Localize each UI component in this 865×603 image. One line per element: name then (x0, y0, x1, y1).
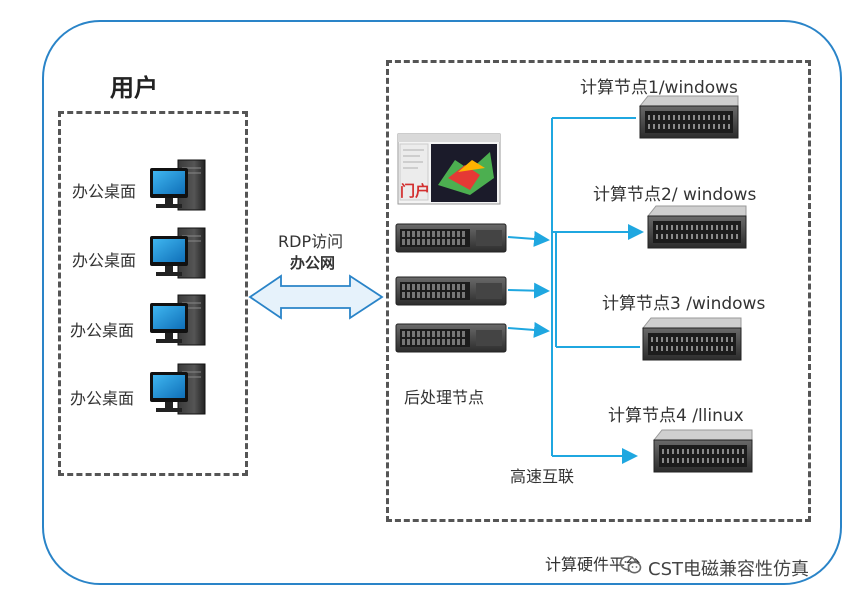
desktop-label-1: 办公桌面 (72, 182, 137, 201)
compute-node-label-3: 计算节点3 /windows (602, 294, 766, 314)
interconnect-label: 高速互联 (510, 467, 575, 486)
desktop-computer-icon-1 (149, 159, 206, 211)
postprocess-server-icon-2 (395, 276, 507, 306)
compute-server-icon-1 (639, 95, 739, 139)
user-group-box (58, 111, 248, 476)
compute-server-icon-4 (653, 429, 753, 473)
outer-boundary (42, 20, 842, 585)
rdp-access-label: RDP访问 (278, 232, 344, 251)
compute-node-label-2: 计算节点2/ windows (593, 185, 757, 205)
postprocess-server-icon-3 (395, 323, 507, 353)
compute-server-icon-2 (647, 205, 747, 249)
desktop-label-3: 办公桌面 (70, 321, 135, 340)
compute-node-label-4: 计算节点4 /llinux (608, 406, 744, 426)
user-group-title: 用户 (110, 74, 158, 102)
compute-server-icon-3 (642, 317, 742, 361)
desktop-computer-icon-4 (149, 363, 206, 415)
office-network-label: 办公网 (290, 254, 336, 272)
desktop-computer-icon-3 (149, 294, 206, 346)
compute-node-label-1: 计算节点1/windows (580, 78, 738, 98)
desktop-label-2: 办公桌面 (72, 251, 137, 270)
hardware-platform-box (386, 60, 811, 522)
postprocess-node-label: 后处理节点 (404, 388, 485, 407)
desktop-computer-icon-2 (149, 227, 206, 279)
interconnect-lines (507, 117, 642, 457)
app-screenshot-thumbnail (397, 133, 501, 205)
postprocess-server-icon-1 (395, 223, 507, 253)
watermark-text: CST电磁兼容性仿真 (648, 559, 809, 580)
platform-label: 计算硬件平台 (545, 555, 642, 574)
rdp-double-arrow (248, 274, 384, 320)
desktop-label-4: 办公桌面 (70, 389, 135, 408)
wechat-icon (619, 555, 642, 575)
app-logo-text: 门户 (400, 182, 430, 200)
